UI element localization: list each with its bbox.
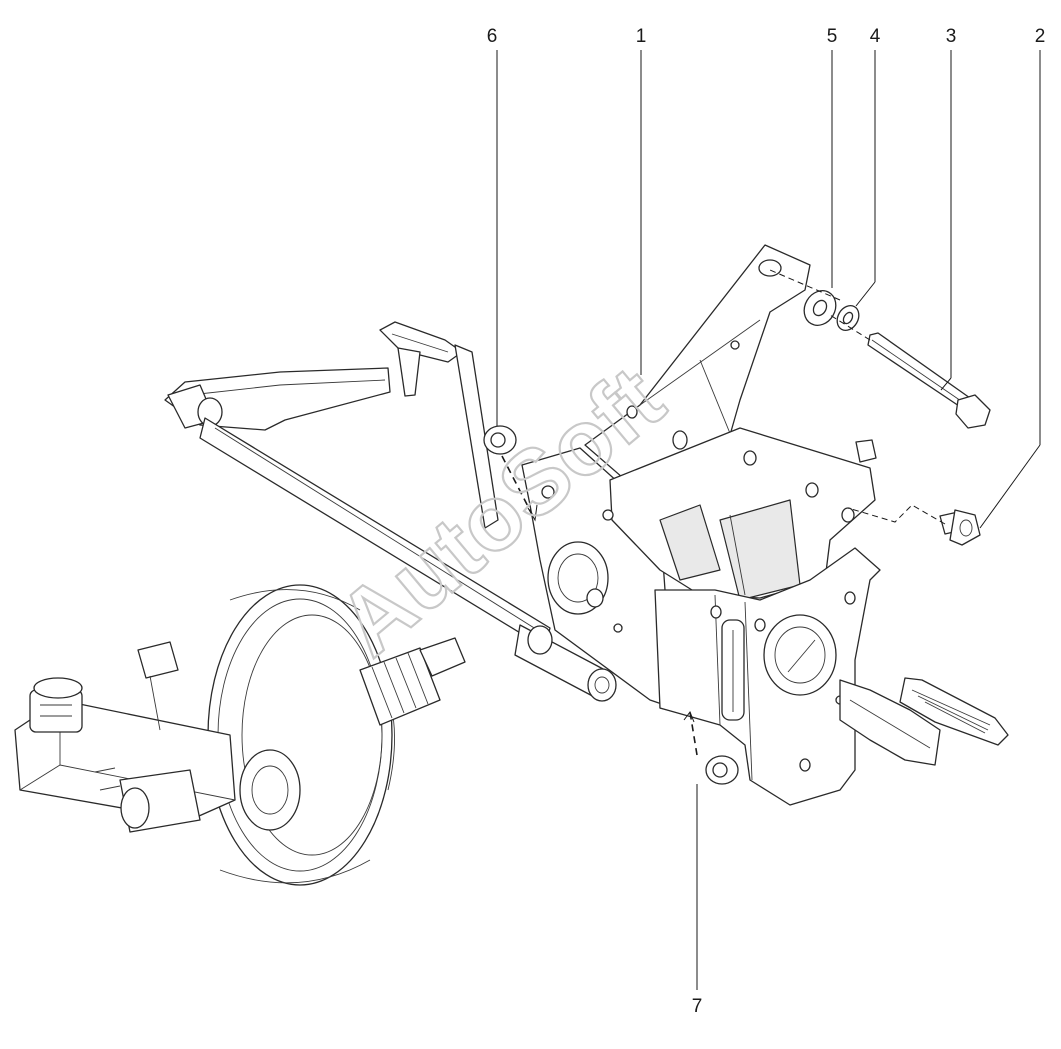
pedal-bracket	[521, 244, 881, 806]
callouts: 6 1 5 4 3 2 7	[487, 26, 1046, 1017]
nut-upper	[483, 425, 517, 455]
clutch-pedal-lever	[164, 321, 463, 431]
nut-lower	[705, 755, 739, 785]
master-cylinder	[14, 641, 236, 833]
pedal-shaft	[199, 344, 617, 702]
callout-4: 4	[870, 26, 881, 47]
callout-5: 5	[827, 26, 838, 47]
brake-pedal	[839, 677, 1009, 766]
callout-1: 1	[636, 26, 647, 47]
callout-7: 7	[692, 996, 703, 1017]
assembly-lines	[501, 269, 946, 756]
stud	[855, 439, 877, 463]
washer-large	[803, 290, 837, 326]
long-bolt	[867, 332, 991, 429]
booster-bellows	[359, 637, 466, 726]
brake-booster	[207, 584, 395, 886]
callout-3: 3	[946, 26, 957, 47]
flange-bolt	[939, 509, 981, 546]
callout-6: 6	[487, 26, 498, 47]
washer-small	[836, 305, 860, 331]
callout-2: 2	[1035, 26, 1046, 47]
